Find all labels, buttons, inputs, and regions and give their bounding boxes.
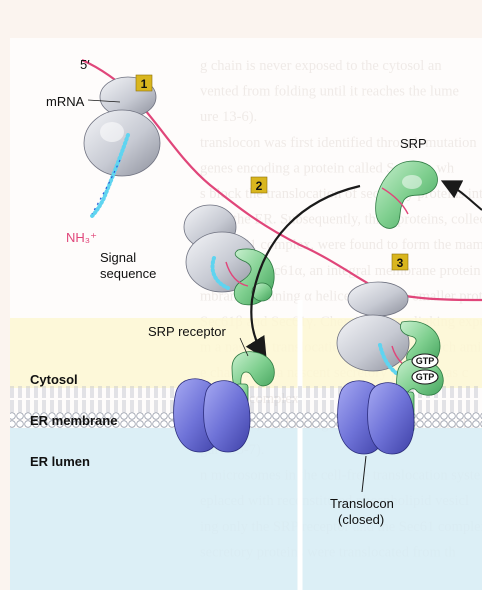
translocon-left — [173, 378, 251, 453]
srp-receptor-leader-line — [239, 337, 249, 357]
srp-binding-arrow — [245, 184, 361, 360]
srp-receptor-label: SRP receptor — [148, 324, 226, 339]
translocon-label-line1: Translocon — [330, 496, 394, 511]
step-1-number: 1 — [141, 77, 148, 91]
mrna-label: mRNA — [46, 94, 85, 109]
er-membrane-label: ER membrane — [30, 413, 117, 428]
step-2-marker: 2 — [250, 176, 268, 194]
mrna-leader-line — [87, 99, 121, 103]
translocon-label-line2: (closed) — [338, 512, 384, 527]
ribosome-step2 — [183, 204, 259, 293]
srp-entry-arrow — [440, 180, 482, 211]
signal-sequence-step2 — [210, 256, 230, 290]
gtp-ellipse-1 — [411, 353, 439, 369]
srp-rna-step2 — [225, 261, 249, 287]
translocon-leader-line — [361, 455, 367, 493]
er-lumen-label: ER lumen — [30, 454, 90, 469]
nh3-label: NH₃⁺ — [66, 230, 97, 245]
gtp-label-2: GTP — [416, 372, 435, 382]
ribosome-step3 — [336, 281, 410, 372]
step-2-number: 2 — [256, 179, 263, 193]
signal-sequence-label-line2: sequence — [100, 266, 156, 281]
translocon-right — [337, 380, 415, 455]
er-lumen-region — [10, 428, 482, 590]
free-srp — [375, 160, 438, 229]
srp-bound-step2 — [233, 248, 275, 306]
signal-sequence-step1 — [90, 133, 130, 218]
cytosol-label: Cytosol — [30, 372, 78, 387]
five-prime-label: 5′ — [80, 57, 90, 72]
step-3-marker: 3 — [391, 253, 409, 271]
signal-sequence-label-line1: Signal — [100, 250, 136, 265]
srp-label: SRP — [400, 136, 427, 151]
step-3-number: 3 — [397, 256, 404, 270]
gtp-ellipse-2 — [411, 369, 439, 385]
step-1-marker: 1 — [135, 74, 153, 92]
gtp-label-1: GTP — [416, 356, 435, 366]
